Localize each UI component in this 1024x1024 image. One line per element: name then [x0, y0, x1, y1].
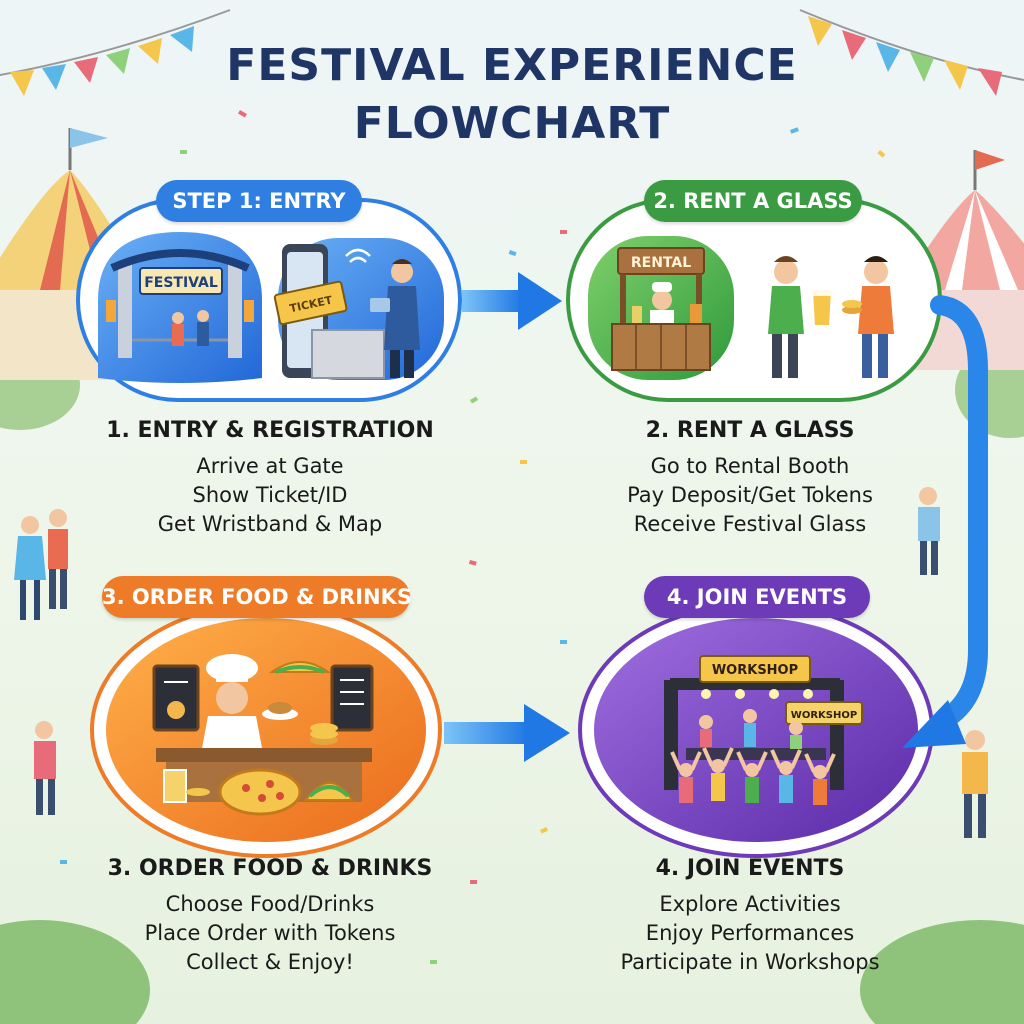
- bunting-left: [0, 9, 231, 96]
- step-4-line-3: Participate in Workshops: [620, 950, 880, 974]
- food-stand-illustration: [152, 654, 374, 816]
- bunting-right: [799, 9, 1024, 96]
- step-3-line-2: Place Order with Tokens: [144, 921, 396, 945]
- step-2-card: RENTAL: [566, 198, 942, 402]
- step-1-line-1: Arrive at Gate: [196, 454, 344, 478]
- step-2-heading: 2. RENT A GLASS: [645, 418, 855, 443]
- step-2-line-3: Receive Festival Glass: [633, 512, 867, 536]
- step-1-tag: STEP 1: ENTRY: [156, 180, 362, 222]
- workshop-side-sign-text: WORKSHOP: [791, 710, 857, 721]
- arrow-step3-to-step4: [444, 704, 570, 762]
- ticket-scan-illustration: TICKET: [273, 238, 444, 380]
- step-2-line-1: Go to Rental Booth: [650, 454, 850, 478]
- workshop-stage-illustration: WORKSHOP WORKSHOP: [664, 655, 863, 805]
- step-4-heading: 4. JOIN EVENTS: [655, 856, 845, 881]
- step-1-line-3: Get Wristband & Map: [157, 512, 383, 536]
- festival-sign-text: FESTIVAL: [144, 275, 218, 291]
- step-4-card: WORKSHOP WORKSHOP: [578, 602, 934, 858]
- step-4-tag: 4. JOIN EVENTS: [644, 576, 870, 618]
- glass-handover-illustration: [768, 256, 894, 378]
- step-1-heading: 1. ENTRY & REGISTRATION: [106, 418, 434, 443]
- step-3-heading: 3. ORDER FOOD & DRINKS: [107, 856, 433, 881]
- step-1-card: FESTIVAL TICKET: [76, 198, 462, 402]
- page-title-line-2: FLOWCHART: [353, 98, 671, 149]
- confetti: [60, 109, 886, 964]
- arrow-step2-to-step4: [902, 295, 988, 748]
- step-3-line-3: Collect & Enjoy!: [186, 950, 354, 974]
- page-title-line-1: FESTIVAL EXPERIENCE: [226, 40, 798, 91]
- step-4-line-1: Explore Activities: [659, 892, 841, 916]
- rental-sign-text: RENTAL: [631, 255, 691, 271]
- rental-booth-illustration: RENTAL: [588, 236, 734, 380]
- step-2-line-2: Pay Deposit/Get Tokens: [627, 483, 873, 507]
- step-2-tag: 2. RENT A GLASS: [644, 180, 862, 222]
- person-right-mid: [918, 487, 940, 575]
- step-1-line-2: Show Ticket/ID: [192, 483, 348, 507]
- person-right-low: [962, 730, 988, 838]
- step-3-tag: 3. ORDER FOOD & DRINKS: [102, 576, 412, 618]
- arrow-step1-to-step2: [462, 272, 562, 330]
- step-3-line-1: Choose Food/Drinks: [165, 892, 375, 916]
- person-left-mid: [14, 509, 68, 620]
- person-left-low: [34, 721, 56, 815]
- workshop-sign-text: WORKSHOP: [712, 663, 798, 678]
- festival-gate-illustration: FESTIVAL: [98, 232, 262, 383]
- step-3-card: [90, 602, 442, 858]
- step-4-line-2: Enjoy Performances: [645, 921, 855, 945]
